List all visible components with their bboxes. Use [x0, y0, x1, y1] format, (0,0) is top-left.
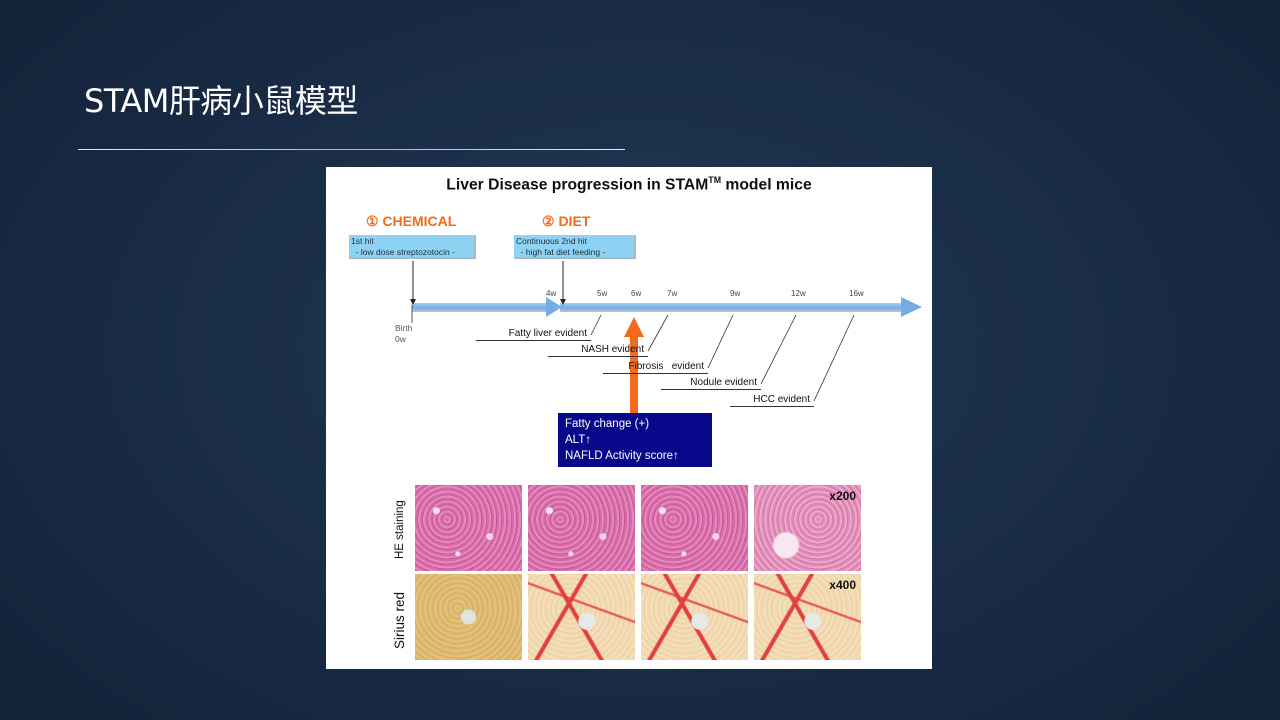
trademark-mark: TM: [708, 175, 722, 185]
title-divider: [78, 149, 625, 150]
he-image-3: [641, 485, 748, 571]
slide-title: STAM肝病小鼠模型: [84, 82, 358, 120]
first-hit-box: 1st hit - low dose streptozotocin -: [349, 235, 476, 259]
event-nash: NASH evident: [548, 344, 648, 357]
week-label: 5w: [597, 289, 608, 298]
event-fibrosis: Fibrosis evident: [603, 361, 708, 374]
week-label: 7w: [667, 289, 678, 298]
row-label-he: HE staining: [394, 500, 406, 559]
week-label: 12w: [791, 289, 806, 298]
second-hit-box: Continuous 2nd hit - high fat diet feedi…: [514, 235, 636, 259]
he-image-4: x200: [754, 485, 861, 571]
six-week-findings-box: Fatty change (+) ALT↑ NAFLD Activity sco…: [558, 413, 712, 467]
sirius-image-3: [641, 574, 748, 660]
finding-fatty-change: Fatty change (+): [565, 418, 650, 430]
week-label: 9w: [730, 289, 741, 298]
magnification-x200: x200: [829, 489, 856, 503]
week-label: 16w: [849, 289, 864, 298]
event-hcc: HCC evident: [730, 394, 814, 407]
figure-title-suffix: model mice: [721, 176, 812, 194]
timeline-graphic: [410, 261, 922, 413]
sirius-image-1: [415, 574, 522, 660]
week-label: 6w: [631, 289, 642, 298]
finding-alt: ALT↑: [565, 434, 591, 446]
birth-week: 0w: [395, 334, 406, 344]
sirius-image-4: x400: [754, 574, 861, 660]
step-diet-label: ② DIET: [542, 213, 591, 229]
finding-nafld-score: NAFLD Activity score↑: [565, 450, 679, 462]
stam-progression-figure: Liver Disease progression in STAMTM mode…: [326, 167, 932, 669]
step-chemical-label: ① CHEMICAL: [366, 213, 457, 229]
second-hit-line1: Continuous 2nd hit: [516, 236, 587, 246]
magnification-x400: x400: [829, 578, 856, 592]
figure-title-prefix: Liver Disease progression in: [446, 176, 666, 194]
birth-text: Birth: [395, 323, 413, 333]
row-label-sirius: Sirius red: [392, 591, 407, 649]
second-hit-line2: - high fat diet feeding -: [516, 246, 606, 257]
sirius-image-2: [528, 574, 635, 660]
he-image-1: [415, 485, 522, 571]
he-image-2: [528, 485, 635, 571]
birth-label: Birth 0w: [395, 323, 412, 345]
event-fatty-liver: Fatty liver evident: [476, 328, 591, 341]
first-hit-line2: - low dose streptozotocin -: [351, 246, 455, 257]
first-hit-line1: 1st hit: [351, 236, 374, 246]
week-label: 4w: [546, 289, 557, 298]
figure-title-brand: STAM: [665, 176, 709, 194]
event-nodule: Nodule evident: [661, 377, 761, 390]
figure-title: Liver Disease progression in STAMTM mode…: [332, 175, 926, 194]
